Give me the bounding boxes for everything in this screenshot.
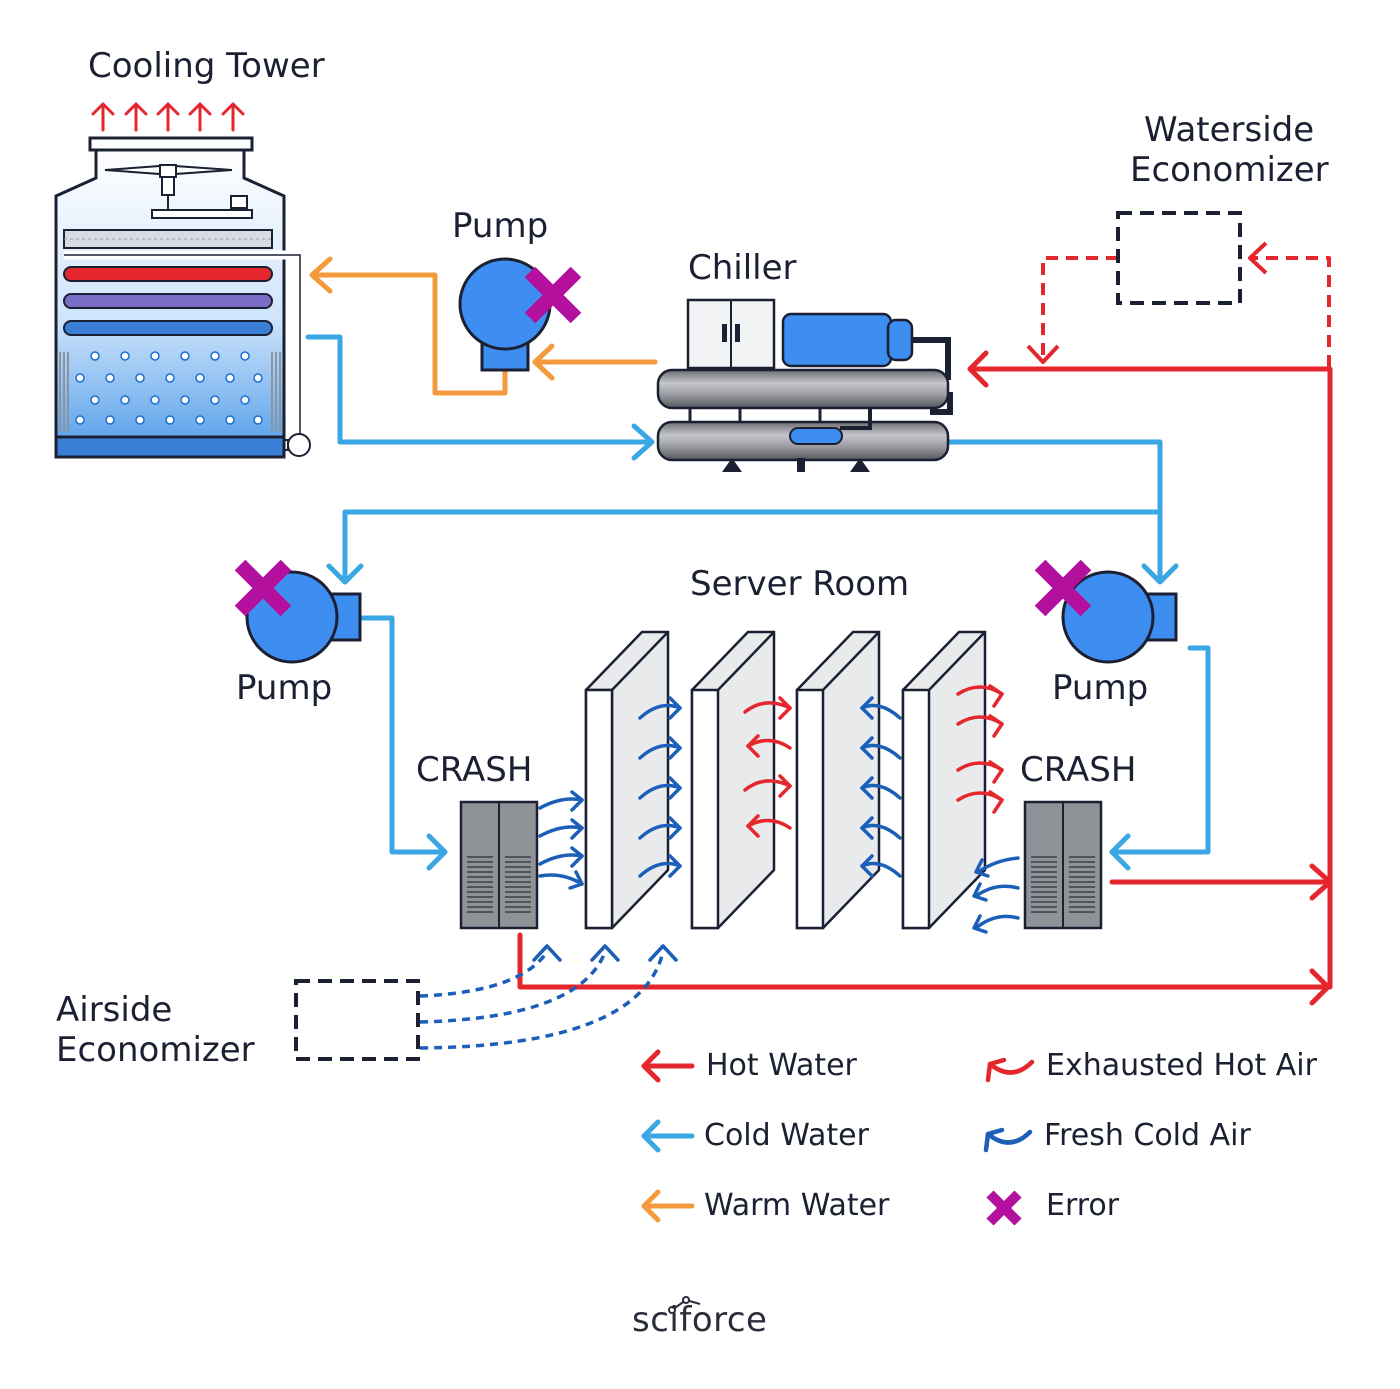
error-x-icon (1034, 559, 1092, 617)
hot-water-pipe (517, 350, 1333, 1006)
server-rack-3 (795, 630, 881, 930)
exhausted-hot-air-arrows (743, 684, 1004, 838)
sciforce-logo-icon (668, 1296, 701, 1314)
airside-economizer-ducts (419, 951, 665, 1050)
pump-top-label: Pump (452, 206, 549, 246)
pump-top (458, 257, 552, 372)
legend-hot-water-label: Hot Water (706, 1048, 857, 1083)
legend-exhausted-hot-air-label: Exhausted Hot Air (1046, 1048, 1317, 1083)
crash-unit-left (459, 800, 539, 930)
legend-warm-water-label: Warm Water (704, 1188, 890, 1223)
chiller-label: Chiller (688, 248, 797, 288)
server-rack-1 (584, 630, 670, 930)
crash-right-label: CRASH (1020, 750, 1137, 790)
cooling-tower (54, 102, 311, 459)
crash-unit-right (1023, 800, 1103, 930)
vapor-arrows-icon (91, 102, 245, 132)
cooling-tower-label: Cooling Tower (88, 46, 325, 86)
legend-hot-water-icon (641, 1049, 695, 1083)
waterside-economizer-label-line2: Economizer (1130, 150, 1329, 190)
server-room-label: Server Room (690, 564, 910, 604)
cold-water-pipe (305, 334, 1211, 871)
warm-water-pipe (309, 256, 658, 396)
pump-right-label: Pump (1052, 668, 1149, 708)
waterside-loop-arrowheads (1026, 241, 1268, 364)
waterside-economizer-box (1116, 211, 1242, 305)
error-x-icon (524, 266, 582, 324)
waterside-economizer-loop (1041, 256, 1331, 367)
pump-left-label: Pump (236, 668, 333, 708)
airside-economizer-label-line2: Economizer (56, 1030, 255, 1070)
sciforce-logo: sciforce (632, 1300, 768, 1340)
legend-error-label: Error (1046, 1188, 1120, 1223)
legend-warm-water-icon (641, 1189, 695, 1223)
legend-cold-water-label: Cold Water (704, 1118, 869, 1153)
legend-exhausted-hot-air-icon (985, 1057, 1035, 1083)
chiller (656, 298, 953, 472)
waterside-economizer-label-line1: Waterside (1144, 110, 1315, 150)
airside-economizer-label-line1: Airside (56, 990, 173, 1030)
legend-cold-water-icon (641, 1119, 695, 1153)
fresh-cold-air-arrows (532, 696, 1020, 962)
error-x-icon (234, 559, 292, 617)
legend-error-icon (986, 1190, 1022, 1226)
crash-left-label: CRASH (416, 750, 533, 790)
pump-right (1061, 570, 1178, 664)
server-rack-4 (901, 630, 987, 930)
legend-fresh-cold-air-label: Fresh Cold Air (1044, 1118, 1251, 1153)
airside-economizer-box (294, 979, 420, 1061)
legend-fresh-cold-air-icon (983, 1127, 1033, 1153)
